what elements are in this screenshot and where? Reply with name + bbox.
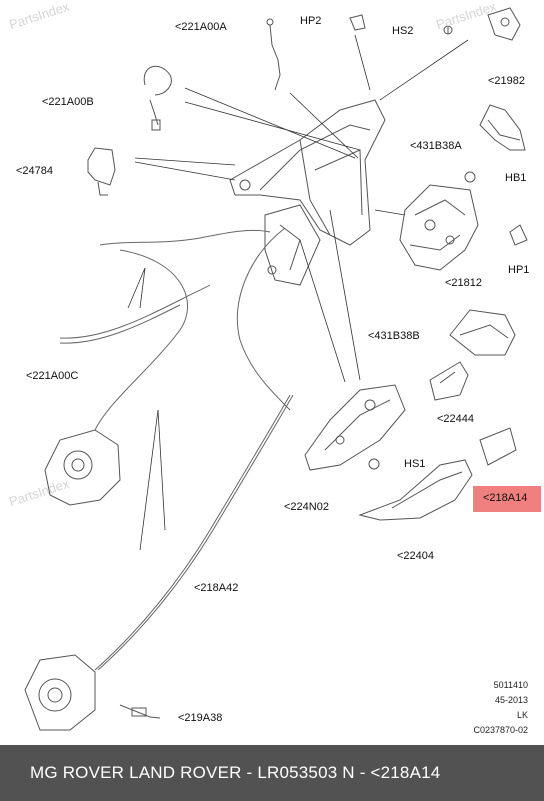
callout-221A00B[interactable]: <221A00B	[42, 96, 94, 108]
meta-line-3: LK	[516, 710, 528, 720]
cables	[59, 227, 294, 671]
callout-HP1[interactable]: HP1	[508, 264, 530, 276]
callout-HP2[interactable]: HP2	[300, 15, 322, 27]
meta-line-1: 5011410	[493, 680, 528, 690]
cable-221A00A	[266, 18, 281, 91]
callout-24784[interactable]: <24784	[16, 165, 54, 177]
callout-22444[interactable]: <22444	[437, 413, 475, 425]
cover-431B38A	[479, 104, 526, 151]
cable-221A00B	[143, 65, 172, 131]
callout-221A00A[interactable]: <221A00A	[175, 21, 227, 33]
actuator-upper	[44, 429, 121, 506]
callout-218A42[interactable]: <218A42	[194, 582, 239, 594]
callout-431B38A[interactable]: <431B38A	[410, 140, 462, 152]
meta-line-4: C0237870-02	[473, 725, 528, 735]
meta-line-2: 45-2013	[494, 695, 528, 705]
callout-218A14[interactable]: <218A14	[483, 492, 528, 504]
callout-224N02[interactable]: <224N02	[284, 501, 329, 513]
callout-22404[interactable]: <22404	[397, 550, 435, 562]
seal-22444	[429, 361, 469, 401]
footer-bar: MG ROVER LAND ROVER - LR053503 N - <218A…	[0, 745, 544, 801]
footer-title: MG ROVER LAND ROVER - LR053503 N - <218A…	[30, 763, 441, 782]
rod-219A38	[119, 704, 161, 719]
callout-21982[interactable]: <21982	[488, 75, 526, 87]
handle-bracket-224N02	[304, 384, 406, 471]
striker-21982	[487, 7, 521, 41]
leader-lines	[127, 34, 469, 551]
callout-431B38B[interactable]: <431B38B	[368, 330, 420, 342]
screw-HS2	[443, 25, 453, 35]
parts-diagram: PartsIndex PartsIndex PartsIndex <221A00…	[7, 0, 541, 735]
actuator-lower	[24, 654, 96, 731]
callout-219A38[interactable]: <219A38	[178, 712, 223, 724]
latch-frame-assembly	[229, 99, 386, 286]
callout-HS2[interactable]: HS2	[392, 25, 414, 37]
screw-HS1	[368, 458, 380, 470]
latch-21812	[399, 184, 479, 271]
callout-HB1[interactable]: HB1	[505, 172, 527, 184]
cover-431B38B	[449, 309, 516, 356]
clip-HP1	[509, 224, 528, 246]
callout-221A00C[interactable]: <221A00C	[26, 370, 79, 382]
callout-HS1[interactable]: HS1	[404, 458, 426, 470]
callout-21812[interactable]: <21812	[445, 277, 483, 289]
clip-HP2	[349, 14, 366, 31]
handle-22404	[358, 459, 473, 521]
highlight-box	[473, 486, 541, 512]
bolt-HB1	[464, 171, 476, 183]
cap-218A14	[479, 427, 517, 466]
diagram-drawing	[24, 7, 528, 731]
bracket-24784	[87, 147, 116, 196]
